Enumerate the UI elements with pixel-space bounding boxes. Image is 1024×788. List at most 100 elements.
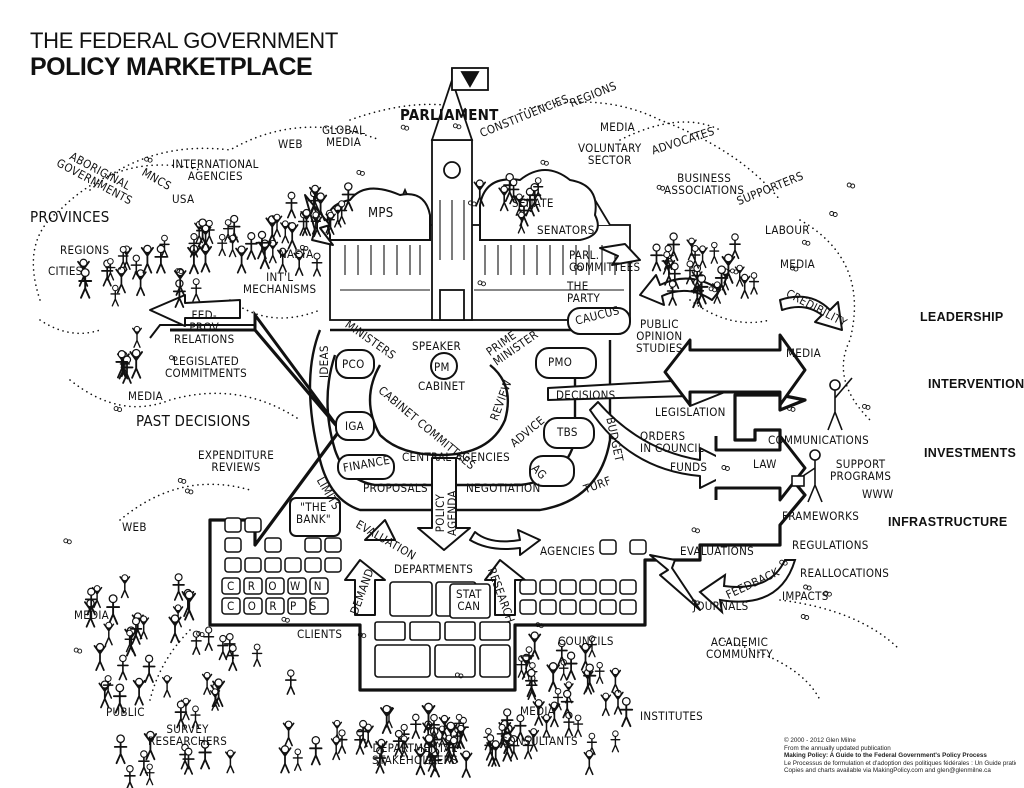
label-regions-left: REGIONS bbox=[60, 243, 110, 257]
label-decisions: DECISIONS bbox=[556, 388, 616, 402]
label-departmental-stakeholders: DEPARTMENTAL STAKEHOLDERS bbox=[372, 741, 458, 767]
label-public: PUBLIC bbox=[106, 705, 145, 719]
label-web-top: WEB bbox=[278, 137, 303, 151]
small-grid-right bbox=[519, 539, 647, 615]
label-parliament: PARLIAMENT bbox=[400, 106, 499, 124]
credit-copyright: © 2000 - 2012 Glen Milne bbox=[784, 737, 856, 744]
label-usa: USA bbox=[172, 192, 195, 206]
label-fed-prov: FED- PROV RELATIONS bbox=[174, 308, 235, 346]
output-arrows bbox=[663, 333, 807, 502]
chain-link bbox=[73, 647, 83, 654]
label-provinces: PROVINCES bbox=[30, 208, 110, 226]
label-crown: CROWN bbox=[227, 579, 336, 593]
output-leadership: LEADERSHIP bbox=[920, 310, 1004, 324]
crowd-person bbox=[235, 245, 248, 274]
crowd-person bbox=[697, 245, 708, 269]
label-cabinet: CABINET bbox=[418, 379, 466, 393]
crowd-person bbox=[190, 277, 202, 302]
crowd-person bbox=[330, 736, 342, 761]
chain-link bbox=[184, 488, 194, 495]
chain-link bbox=[113, 406, 123, 413]
label-media-left: MEDIA bbox=[128, 389, 164, 403]
credit-block: © 2000 - 2012 Glen Milne From the annual… bbox=[784, 737, 1016, 775]
crowd-person bbox=[739, 273, 751, 299]
crowd-person bbox=[594, 661, 605, 684]
label-tbs: TBS bbox=[557, 425, 578, 439]
label-cities: CITIES bbox=[48, 264, 83, 278]
crowd-person bbox=[563, 711, 575, 737]
crowd-person bbox=[609, 667, 622, 693]
crowd-person bbox=[110, 284, 121, 307]
label-past-decisions: PAST DECISIONS bbox=[136, 412, 251, 430]
crowd-person bbox=[459, 750, 473, 778]
title-line-1: THE FEDERAL GOVERNMENT bbox=[30, 28, 338, 53]
label-senators: SENATORS bbox=[537, 223, 595, 237]
label-consultants: CONSULTANTS bbox=[500, 734, 578, 748]
chain-link bbox=[356, 169, 365, 176]
label-iga: IGA bbox=[345, 419, 365, 433]
crowd-person bbox=[172, 572, 185, 601]
crowd-person bbox=[217, 634, 229, 661]
crowd-person bbox=[564, 651, 578, 681]
crowd-person bbox=[285, 191, 298, 219]
label-central-agencies: CENTRAL AGENCIES bbox=[402, 450, 511, 464]
label-academic-community: ACADEMIC COMMUNITY bbox=[706, 635, 773, 661]
crowd-person bbox=[168, 614, 182, 644]
label-nafta: NAFTA bbox=[279, 247, 314, 261]
label-legislation: LEGISLATION bbox=[655, 405, 726, 419]
crowd-person bbox=[729, 233, 741, 260]
crown-corps-tiles bbox=[221, 577, 329, 615]
crowd-person bbox=[410, 713, 422, 739]
chain-link bbox=[400, 124, 410, 131]
crowd-person bbox=[154, 244, 168, 274]
crowd-person bbox=[190, 630, 202, 655]
label-regulations: REGULATIONS bbox=[792, 538, 869, 552]
chain-link bbox=[829, 211, 838, 217]
crowd-person bbox=[129, 348, 143, 379]
crowd-person bbox=[226, 644, 239, 672]
label-labour: LABOUR bbox=[765, 223, 810, 237]
crowd-person bbox=[610, 730, 621, 753]
dotted-network bbox=[32, 101, 901, 701]
crowd-person bbox=[117, 654, 129, 681]
label-funds: FUNDS bbox=[670, 460, 708, 474]
crowd-person bbox=[748, 271, 760, 295]
label-journals: JOURNALS bbox=[693, 599, 749, 613]
crowd-person bbox=[132, 325, 142, 348]
crowd-person bbox=[124, 764, 136, 788]
label-evaluations: EVALUATIONS bbox=[680, 544, 755, 558]
title-line-2: POLICY MARKETPLACE bbox=[30, 53, 313, 81]
left-entry-arrow bbox=[170, 310, 342, 431]
crowd-person bbox=[142, 654, 156, 683]
outer-process-frame bbox=[208, 328, 807, 692]
feedback-arrow bbox=[698, 559, 797, 615]
department-blocks bbox=[374, 581, 511, 678]
crowd-person bbox=[161, 674, 173, 698]
label-business-associations: BUSINESS ASSOCIATIONS bbox=[664, 171, 745, 197]
label-www: WWW bbox=[862, 487, 894, 501]
crowd-person bbox=[225, 749, 236, 774]
crowd-person bbox=[93, 642, 107, 671]
small-grid-left bbox=[224, 517, 342, 573]
label-councils: COUNCILS bbox=[558, 634, 614, 648]
label-expenditure-reviews: EXPENDITURE REVIEWS bbox=[198, 448, 275, 474]
presenter-figure bbox=[791, 377, 853, 503]
crowd-person bbox=[140, 244, 154, 274]
crowd-person bbox=[285, 221, 299, 250]
crowd-person bbox=[309, 735, 323, 766]
crowd-person bbox=[278, 744, 292, 774]
crowd-person bbox=[251, 643, 263, 667]
label-policy-agenda: POLICY AGENDA bbox=[433, 490, 459, 536]
crowd-person bbox=[292, 748, 303, 771]
crowd-person bbox=[203, 626, 215, 651]
label-the-party: THE PARTY bbox=[567, 279, 601, 305]
crowd-person bbox=[282, 720, 295, 747]
chain-link bbox=[540, 159, 549, 166]
label-reallocations: REALLOCATIONS bbox=[800, 566, 890, 580]
output-infrastructure: INFRASTRUCTURE bbox=[888, 515, 1008, 529]
mps-cloud bbox=[326, 187, 431, 241]
label-agencies: AGENCIES bbox=[540, 544, 595, 558]
crowd-person bbox=[583, 663, 597, 693]
crowd-person bbox=[138, 750, 150, 777]
label-speaker: SPEAKER bbox=[412, 339, 462, 353]
